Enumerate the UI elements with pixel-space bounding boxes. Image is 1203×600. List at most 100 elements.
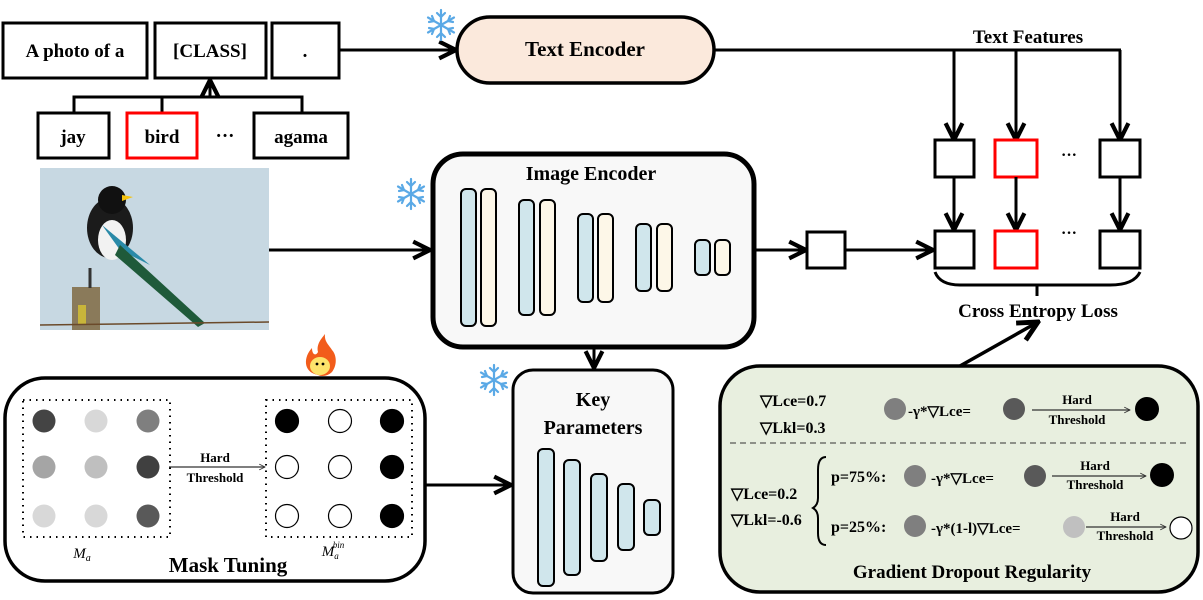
class-jay: jay <box>59 127 86 148</box>
weight-dot <box>884 398 906 420</box>
mask-weight-dot <box>84 409 108 433</box>
hard-label: Hard <box>200 450 230 465</box>
threshold-label: Threshold <box>187 470 245 485</box>
image-encoder-layers <box>460 188 731 327</box>
binary-dot-on <box>1150 463 1174 487</box>
case1-hard: Hard <box>1062 392 1092 407</box>
case2-hard-1: Hard <box>1080 458 1110 473</box>
text-feature-box <box>1098 138 1142 179</box>
layer-bar <box>643 499 661 536</box>
feature-down-arrows <box>954 177 1120 230</box>
weight-dot <box>904 465 926 487</box>
text-features-connector <box>714 48 1121 140</box>
class-agama: agama <box>274 127 328 148</box>
text-feature-box <box>933 138 976 179</box>
case1-threshold: Threshold <box>1049 412 1107 427</box>
token-prefix: A photo of a <box>26 41 125 62</box>
case2-p2: p=25%: <box>831 519 886 536</box>
case2-hard-2: Hard <box>1110 509 1140 524</box>
cross-entropy-label: Cross Entropy Loss <box>958 301 1118 322</box>
binary-mask-dot-on <box>379 454 405 480</box>
flame-icon <box>305 334 336 376</box>
logit-box <box>933 229 976 270</box>
binary-mask-dot-on <box>379 503 405 529</box>
layer-bar <box>563 459 581 576</box>
binary-mask-frame <box>265 399 413 538</box>
updated-dot <box>1063 516 1085 538</box>
mask-tuning-label: Mask Tuning <box>169 553 288 577</box>
binary-mask-dot-off <box>327 408 353 434</box>
binary-mask-dot-on <box>379 408 405 434</box>
mask-matrix-frame <box>22 399 171 538</box>
text-encoder-label: Text Encoder <box>525 37 645 61</box>
class-candidates: jay bird ··· agama <box>36 111 350 160</box>
mask-weight-dot <box>136 409 160 433</box>
matrix-ma-label: Ma <box>72 546 91 564</box>
mask-weight-dot <box>32 504 56 528</box>
layer-bar <box>460 188 477 327</box>
binary-mask-dot-off <box>274 503 300 529</box>
layer-bar <box>518 199 535 316</box>
class-bird-box <box>125 111 199 160</box>
snowflake-icon <box>396 177 426 211</box>
token-prefix-box <box>1 21 149 80</box>
logit-box <box>1098 229 1142 270</box>
layer-bar <box>539 199 556 316</box>
layer-bar <box>617 483 635 551</box>
logit-row: ··· <box>933 225 1142 270</box>
class-agama-box <box>252 111 350 160</box>
layer-bar <box>480 188 497 327</box>
binary-mask-dot-on <box>274 408 300 434</box>
snowflake-icon <box>426 8 456 42</box>
token-period-box <box>270 21 341 80</box>
case1-formula: -γ*▽Lce= <box>908 404 971 420</box>
class-jay-box <box>36 111 111 160</box>
binary-mask-dot-off <box>327 503 353 529</box>
gdr-label: Gradient Dropout Regularity <box>853 562 1092 583</box>
text-features-label: Text Features <box>973 27 1083 48</box>
weight-dot <box>904 515 926 537</box>
layer-bar <box>577 213 594 303</box>
layer-bar <box>714 239 731 276</box>
logit-box-selected <box>993 229 1039 270</box>
image-encoder-label: Image Encoder <box>526 163 657 185</box>
layer-bar <box>590 473 608 562</box>
case2-lce: ▽Lce=0.2 <box>730 486 797 503</box>
class-connector <box>72 80 304 113</box>
case-brace <box>811 456 827 546</box>
feature-ellipsis: ··· <box>1061 147 1077 164</box>
case2-lkl: ▽Lkl=-0.6 <box>730 512 802 529</box>
binary-mask-dot-off <box>274 454 300 480</box>
text-feature-box-selected <box>993 138 1039 179</box>
mask-tuning-box <box>3 376 427 583</box>
loss-brace <box>933 271 1142 287</box>
key-parameters-label-1: Key <box>576 389 610 411</box>
mask-weight-dot <box>136 455 160 479</box>
mask-weight-dot <box>32 409 56 433</box>
binary-mask-dot-off <box>327 454 353 480</box>
mask-weight-dot <box>32 455 56 479</box>
class-ellipsis: ··· <box>215 126 234 147</box>
case2-threshold-2: Threshold <box>1097 528 1155 543</box>
token-class: [CLASS] <box>173 41 247 62</box>
binary-dot-off <box>1169 516 1193 540</box>
image-feature-box <box>805 230 847 270</box>
case1-lce: ▽Lce=0.7 <box>759 393 826 410</box>
binary-dot-on <box>1135 397 1159 421</box>
text-feature-row: ··· <box>933 138 1142 179</box>
mask-weight-dot <box>84 504 108 528</box>
key-parameters-label-2: Parameters <box>544 417 643 439</box>
case2-threshold-1: Threshold <box>1067 477 1125 492</box>
token-period: . <box>303 41 308 62</box>
layer-bar <box>656 223 673 292</box>
binary-mask-matrix <box>274 408 405 529</box>
layer-bar <box>597 213 614 303</box>
mask-weight-dot <box>136 504 160 528</box>
case2-formula2: -γ*(1-l)▽Lce= <box>931 521 1021 537</box>
class-bird: bird <box>145 127 180 148</box>
arrow-gdr-to-loss <box>959 322 1038 368</box>
snowflake-icon <box>479 363 509 397</box>
layer-bar <box>635 223 652 292</box>
layer-bar <box>694 239 711 276</box>
